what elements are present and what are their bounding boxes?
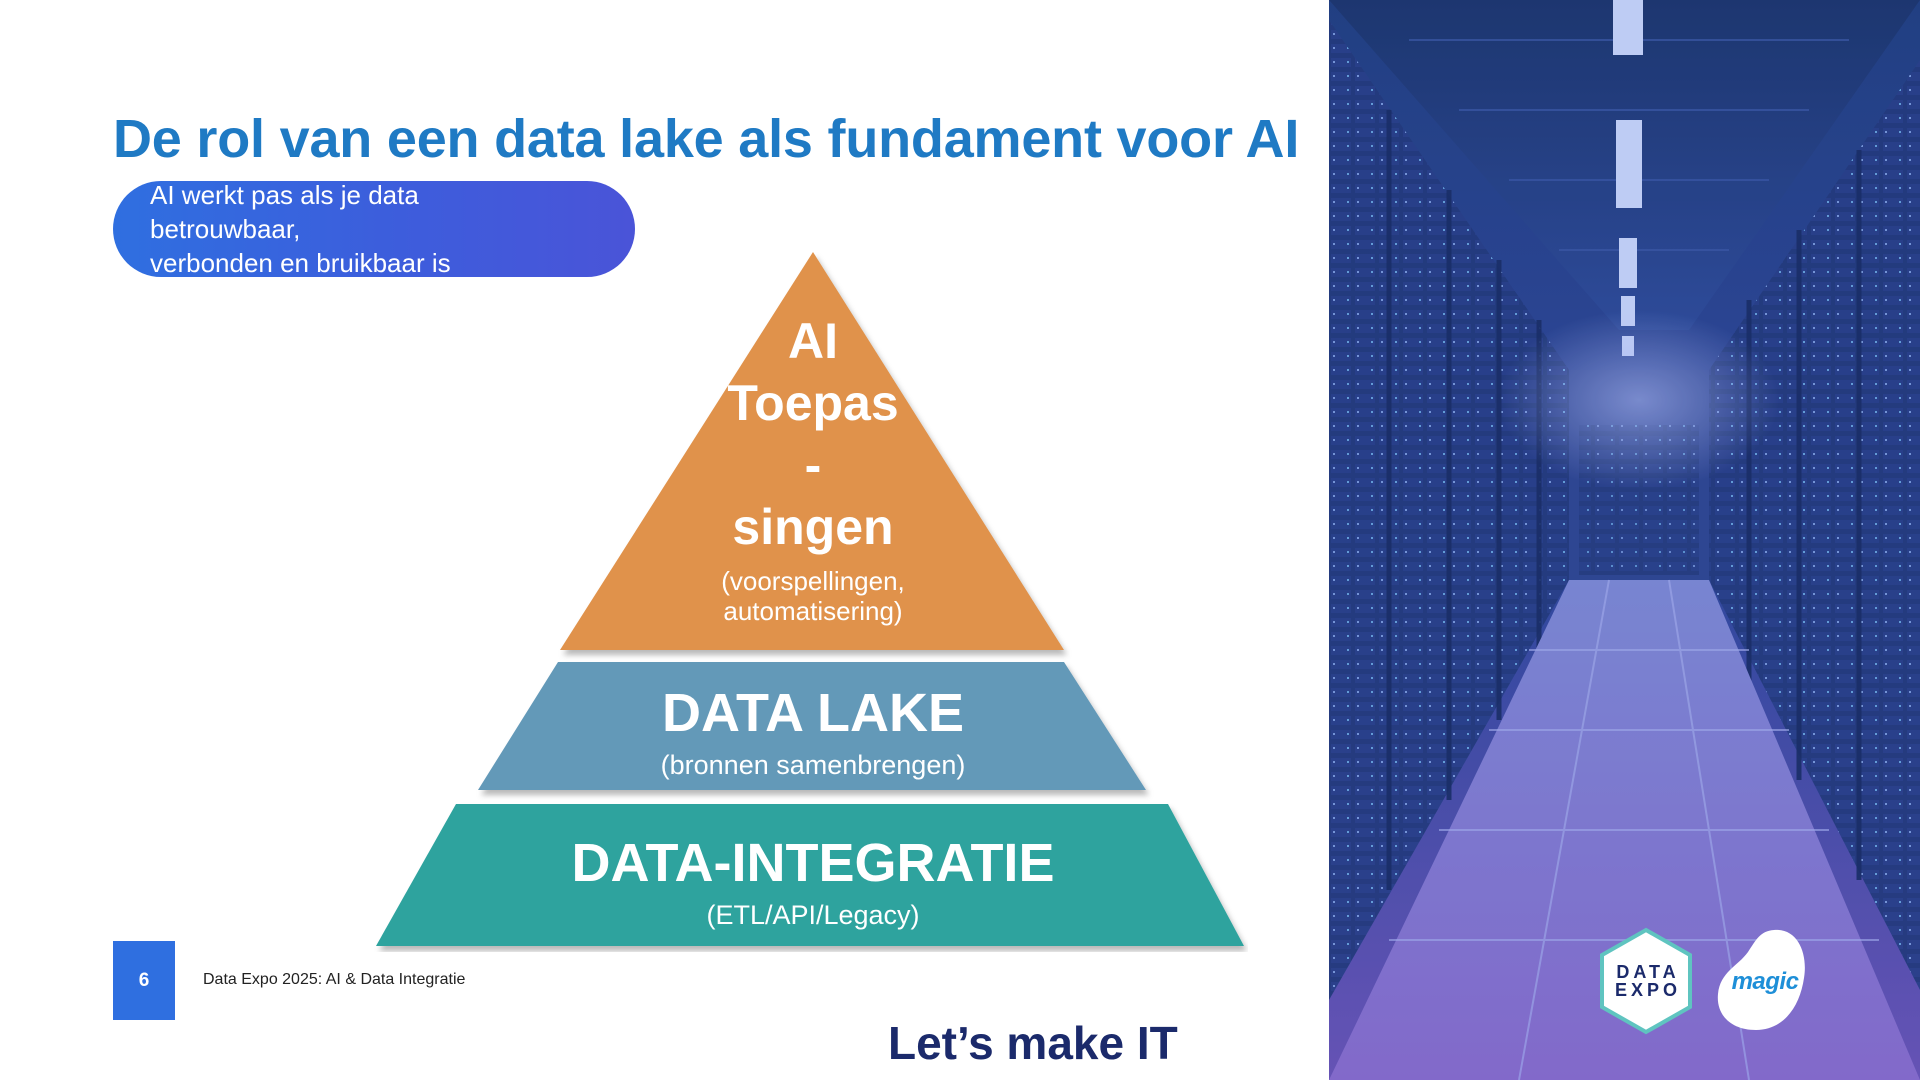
footer-text: Data Expo 2025: AI & Data Integratie bbox=[203, 971, 466, 988]
dataexpo-logo-line: EXPO bbox=[1614, 980, 1682, 1000]
dataexpo-logo-line: DATA bbox=[1616, 962, 1680, 982]
tagline-cutoff-line bbox=[888, 1070, 1138, 1080]
dataexpo-logo-icon bbox=[1600, 927, 1692, 1035]
bottom-tier-title: DATA-INTEGRATIE bbox=[571, 833, 1055, 893]
pyramid-diagram bbox=[376, 252, 1244, 946]
top-tier-title: AI Toepas - singen bbox=[605, 310, 1021, 558]
top-tier-subtitle: (voorspellingen, automatisering) bbox=[605, 566, 1021, 626]
top-tier-title-line: singen bbox=[732, 499, 894, 555]
pyramid-tier-middle bbox=[478, 662, 1146, 790]
magic-logo-text: magic bbox=[1731, 968, 1799, 995]
top-tier-sub-line: (voorspellingen, bbox=[721, 566, 905, 596]
top-tier-title-line: Toepas bbox=[727, 375, 899, 431]
pyramid-tier-top bbox=[560, 252, 1064, 650]
middle-tier-title: DATA LAKE bbox=[662, 683, 964, 743]
bottom-tier-subtitle: (ETL/API/Legacy) bbox=[706, 900, 920, 930]
subtitle-line: AI werkt pas als je data bbox=[150, 180, 419, 210]
middle-tier-subtitle: (bronnen samenbrengen) bbox=[660, 750, 966, 780]
magic-logo-icon bbox=[1717, 929, 1805, 1030]
server-room-illustration bbox=[1329, 0, 1920, 1080]
subtitle-pill: AI werkt pas als je data betrouwbaar, ve… bbox=[113, 178, 635, 280]
server-room-image bbox=[1329, 0, 1920, 1080]
subtitle-line: betrouwbaar, bbox=[150, 214, 301, 244]
dataexpo-logo-text: DATA EXPO bbox=[1598, 963, 1694, 999]
top-tier-sub-line: automatisering) bbox=[723, 596, 903, 626]
page-number: 6 bbox=[113, 941, 175, 1020]
top-tier-title-line: - bbox=[804, 437, 822, 493]
subtitle-text: AI werkt pas als je data betrouwbaar, ve… bbox=[150, 178, 635, 280]
top-tier-title-line: AI bbox=[788, 313, 838, 369]
tagline: Let’s make IT bbox=[888, 1017, 1178, 1069]
subtitle-line: verbonden en bruikbaar is bbox=[150, 248, 451, 278]
pyramid-tier-bottom bbox=[376, 804, 1244, 946]
slide-title: De rol van een data lake als fundament v… bbox=[113, 109, 1300, 169]
